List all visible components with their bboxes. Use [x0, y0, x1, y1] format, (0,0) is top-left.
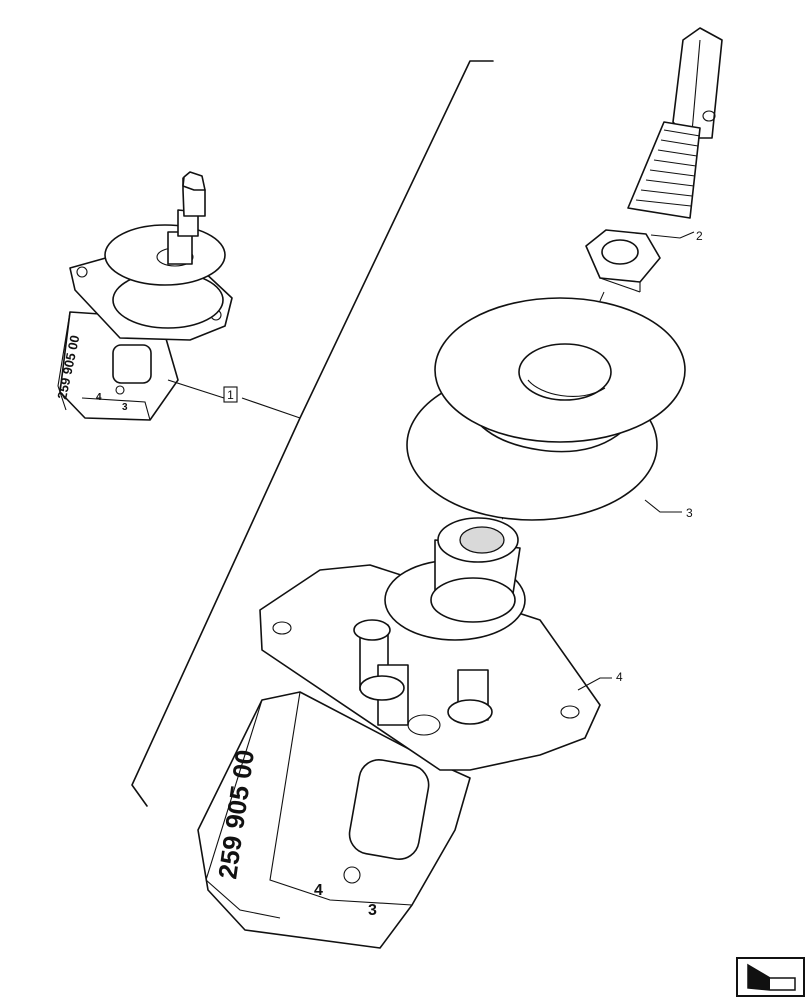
small-assembly-illustration: 259 905 00 4 3: [54, 171, 233, 421]
switch-body: 259 905 00 4 3: [197, 517, 601, 949]
callout-3-label: 3: [686, 506, 693, 520]
callout-2: 2: [650, 229, 703, 243]
callout-1-label: 1: [227, 388, 234, 402]
large-terminal-4-label: 4: [314, 882, 323, 899]
large-terminal-3-label: 3: [368, 902, 377, 919]
hex-nut: [585, 229, 661, 293]
callout-4-label: 4: [616, 670, 623, 684]
callout-1: 1: [167, 379, 238, 403]
explode-boundary-line: [131, 60, 494, 807]
small-terminal-4-label: 4: [96, 392, 102, 403]
small-terminal-3-label: 3: [122, 402, 128, 413]
callout-2-label: 2: [696, 229, 703, 243]
rubber-boot: [406, 297, 686, 521]
callout-3: 3: [644, 499, 693, 520]
callout-4: 4: [577, 670, 623, 691]
threaded-stem: [627, 27, 723, 219]
return-arrow-icon[interactable]: [736, 957, 805, 997]
